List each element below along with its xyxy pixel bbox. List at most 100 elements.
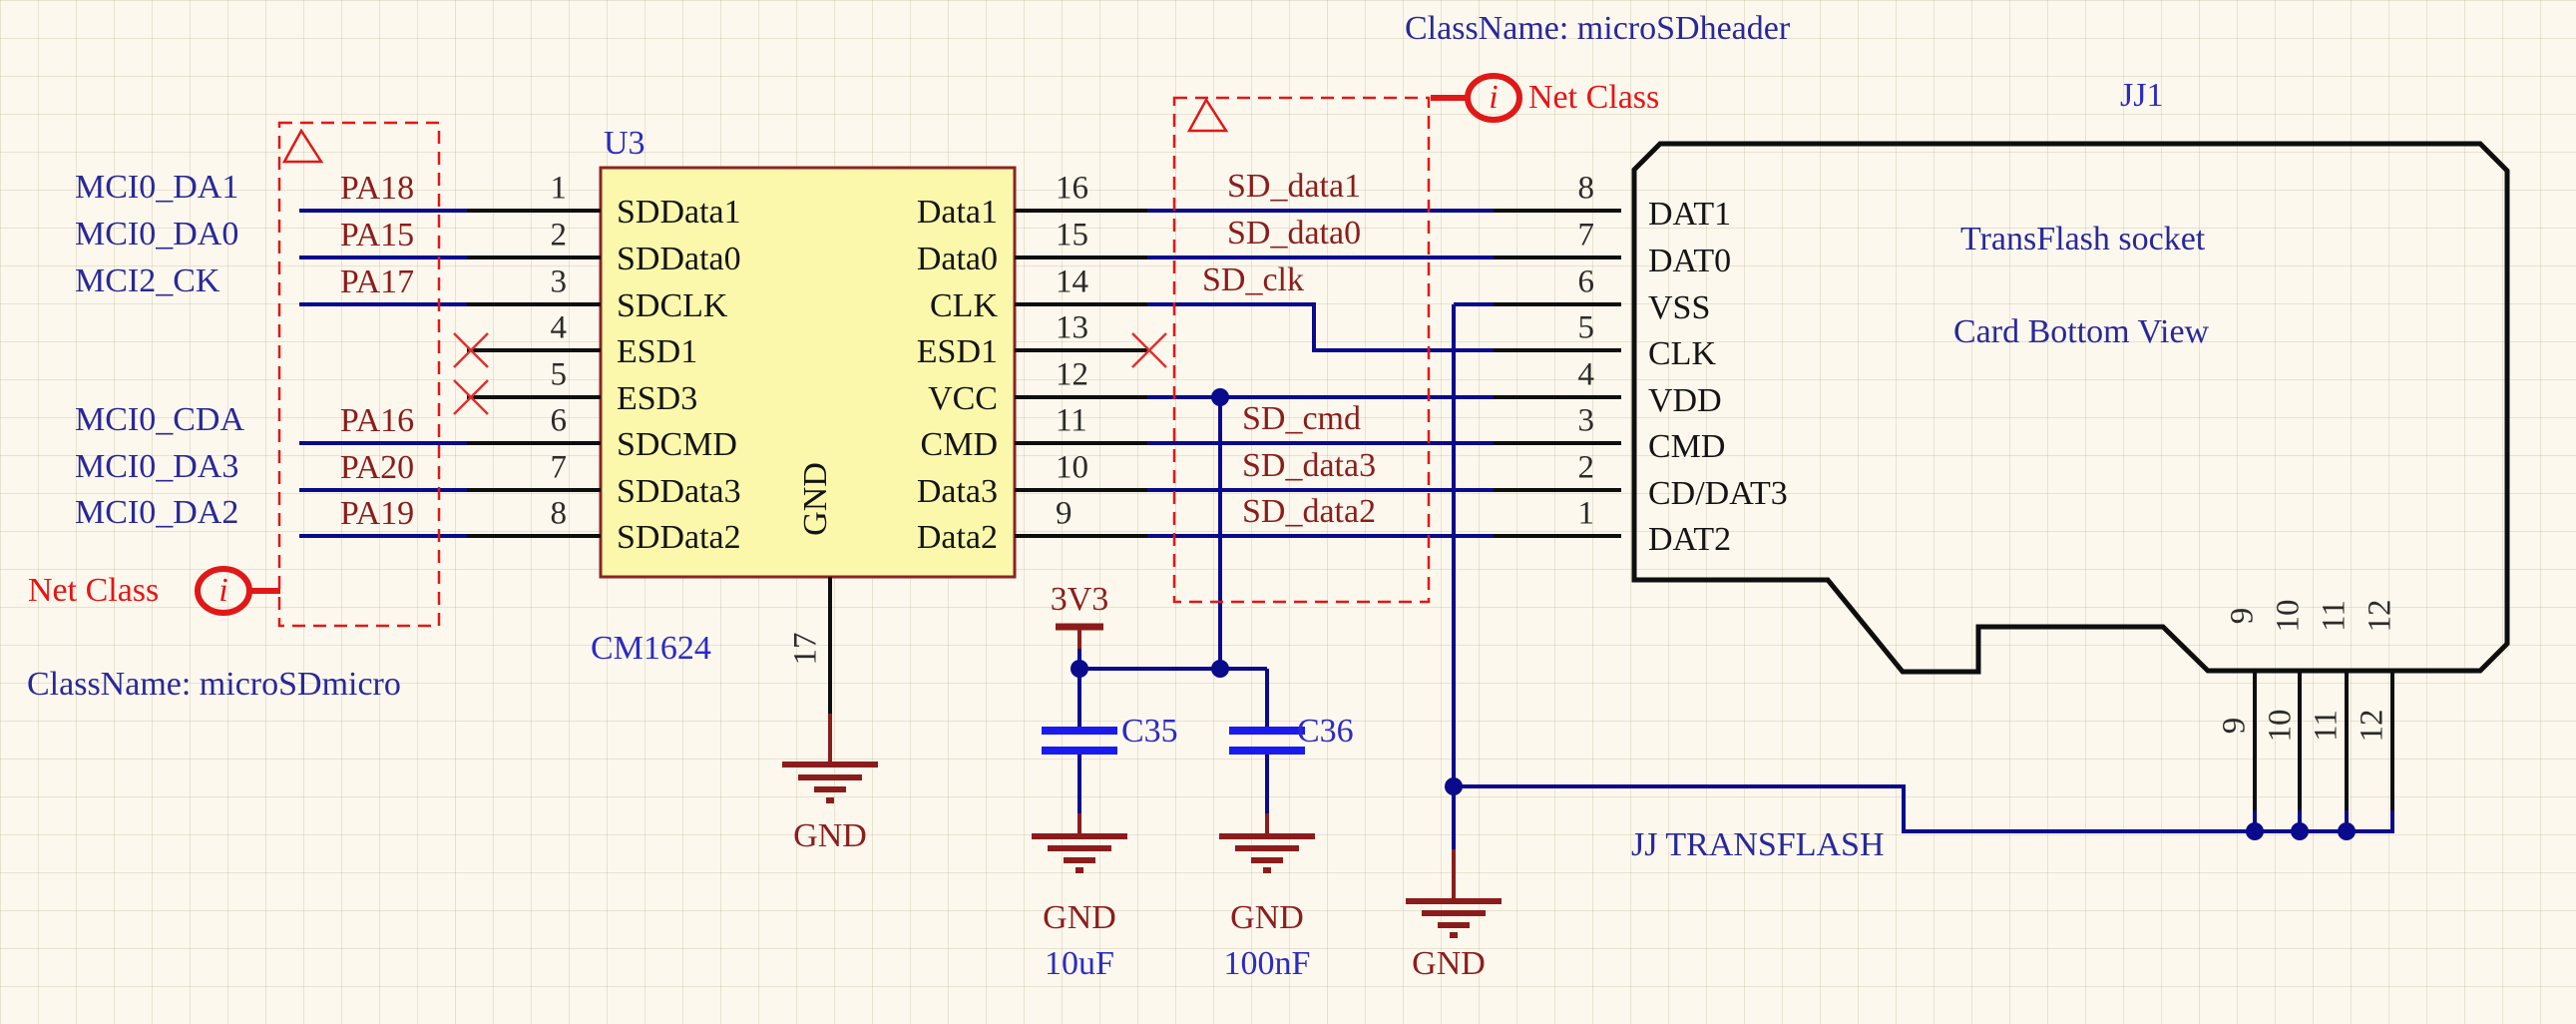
port-label[interactable]: PA18 <box>339 170 415 207</box>
net-label[interactable]: SD_data0 <box>1227 215 1362 252</box>
net-label[interactable]: JJ TRANSFLASH <box>1631 826 1885 863</box>
pin-number: 4 <box>550 309 568 346</box>
net-label[interactable]: MCI0_CDA <box>75 401 245 438</box>
pin-number: 9 <box>1056 495 1073 532</box>
pin-name: ESD1 <box>617 333 698 370</box>
pin-number: 3 <box>550 263 568 300</box>
pin-number: 11 <box>1056 402 1087 439</box>
power-symbols[interactable] <box>782 623 1502 938</box>
pin-number: 11 <box>2308 710 2345 742</box>
pin-number: 6 <box>550 402 568 439</box>
cap-refdes[interactable]: C36 <box>1297 713 1354 750</box>
port-label[interactable]: PA15 <box>339 217 415 254</box>
net-class-top-label[interactable]: Net Class <box>1528 79 1660 116</box>
u3-right-pins[interactable] <box>1015 209 1147 538</box>
port-label[interactable]: PA20 <box>339 449 415 486</box>
pin-name: SDData0 <box>617 241 741 277</box>
pin-number: 5 <box>1577 309 1595 346</box>
pin-stubs[interactable] <box>467 209 2394 810</box>
pin-number: 1 <box>1577 495 1595 532</box>
no-connect-x-icon <box>1131 332 1167 368</box>
gnd-label[interactable]: GND <box>1043 899 1116 936</box>
net-class-region-micro[interactable] <box>277 121 441 628</box>
pin-name: SDData3 <box>617 473 741 510</box>
net-class-region-header[interactable] <box>1172 96 1431 604</box>
gnd-symbol-c36[interactable] <box>1219 833 1315 873</box>
net-label[interactable]: SD_cmd <box>1242 400 1361 437</box>
pin-name: Data0 <box>916 241 998 277</box>
net-label[interactable]: MCI0_DA1 <box>75 169 239 206</box>
pin-number: 12 <box>2361 599 2398 633</box>
pin-name: SDCMD <box>617 426 737 463</box>
wire-shield-gnd[interactable] <box>1454 784 2394 833</box>
gnd-symbol-c35[interactable] <box>1032 833 1127 873</box>
port-label[interactable]: PA17 <box>339 263 415 300</box>
pin-name: CLK <box>930 287 998 324</box>
gnd-label[interactable]: GND <box>1412 945 1486 982</box>
wire-3v3-rail[interactable] <box>1077 647 1269 731</box>
pin-number: 9 <box>2224 607 2261 625</box>
region-triangle-icon <box>1186 97 1229 133</box>
junction-dot <box>1211 388 1229 406</box>
net-class-directives[interactable] <box>195 73 1522 628</box>
power-rail-label[interactable]: 3V3 <box>1050 581 1109 618</box>
pin-number: 11 <box>2316 600 2353 632</box>
u3-part-number[interactable]: CM1624 <box>591 630 711 667</box>
socket-left-pins[interactable] <box>1494 209 1621 538</box>
transflash-socket-body[interactable] <box>1631 141 2510 675</box>
classname-micro-label[interactable]: ClassName: microSDmicro <box>27 666 401 703</box>
socket-note-line1[interactable]: TransFlash socket <box>1960 221 2206 257</box>
u3-body[interactable] <box>599 166 1017 579</box>
cap-refdes[interactable]: C35 <box>1121 713 1178 750</box>
pin-name: CLK <box>1648 335 1716 372</box>
net-label[interactable]: MCI0_DA3 <box>75 448 239 485</box>
gnd-symbol-u3[interactable] <box>782 762 878 803</box>
capacitors[interactable] <box>1042 727 1305 755</box>
net-label[interactable]: SD_data3 <box>1242 447 1377 484</box>
junction-dots <box>1071 388 2356 840</box>
wire-vss-ground[interactable] <box>1452 302 1494 849</box>
junction-dot <box>1445 777 1463 795</box>
pin-number: 10 <box>2270 599 2307 633</box>
pin-number: 4 <box>1577 356 1595 393</box>
socket-note-line2[interactable]: Card Bottom View <box>1953 313 2210 350</box>
gnd-label[interactable]: GND <box>1230 899 1304 936</box>
wire-cap-gnd-leads[interactable] <box>1077 751 1269 813</box>
net-label[interactable]: MCI0_DA2 <box>75 494 239 531</box>
net-label[interactable]: MCI0_DA0 <box>75 216 239 253</box>
cap-value[interactable]: 100nF <box>1223 945 1311 982</box>
pin-number: 1 <box>550 170 568 207</box>
classname-header-label[interactable]: ClassName: microSDheader <box>1405 10 1791 47</box>
net-label[interactable]: SD_data2 <box>1242 493 1377 530</box>
junction-dot <box>2246 822 2264 840</box>
c36-plates[interactable] <box>1229 727 1305 755</box>
c35-plates[interactable] <box>1042 727 1117 755</box>
pin-name: VDD <box>1648 382 1722 419</box>
wire-sd-clk[interactable] <box>1147 302 1494 352</box>
net-label[interactable]: MCI2_CK <box>75 262 220 299</box>
pin-number: 10 <box>1056 449 1088 486</box>
pin-number: 8 <box>550 495 568 532</box>
pin-number: 15 <box>1056 217 1088 254</box>
junction-dot <box>1071 660 1088 678</box>
port-label[interactable]: PA19 <box>339 495 415 532</box>
pin-name: Data2 <box>916 519 998 556</box>
pin-name: CD/DAT3 <box>1648 475 1788 512</box>
gnd-label[interactable]: GND <box>793 817 867 854</box>
net-class-bottom-label[interactable]: Net Class <box>28 572 160 609</box>
socket-refdes[interactable]: JJ1 <box>2120 77 2164 114</box>
u3-left-pins[interactable] <box>467 209 601 538</box>
port-label[interactable]: PA16 <box>339 402 415 439</box>
gnd-symbol-vss[interactable] <box>1406 898 1502 938</box>
pin-name: Data1 <box>916 194 998 231</box>
pin-number: 2 <box>1577 449 1595 486</box>
net-label[interactable]: SD_clk <box>1202 261 1304 298</box>
pin-number: 8 <box>1577 170 1595 207</box>
junction-dot <box>1211 660 1229 678</box>
socket-shield-pins[interactable] <box>2253 671 2394 810</box>
pin-name: CMD <box>920 426 998 463</box>
u3-gnd-pin-name: GND <box>797 462 834 536</box>
net-label[interactable]: SD_data1 <box>1227 168 1362 205</box>
cap-value[interactable]: 10uF <box>1045 945 1114 982</box>
u3-refdes[interactable]: U3 <box>604 125 645 162</box>
